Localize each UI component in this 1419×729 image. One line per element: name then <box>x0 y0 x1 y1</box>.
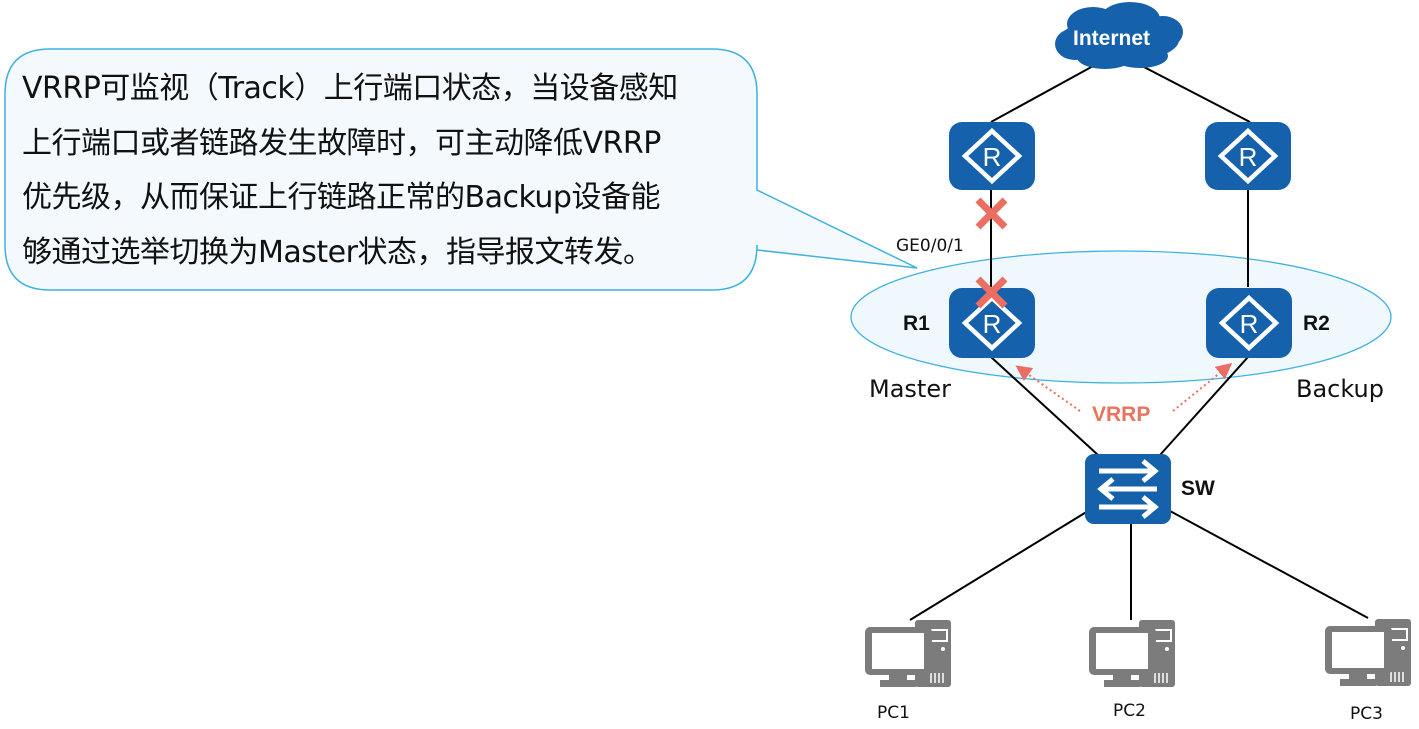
vrrp-arrow-r2 <box>1172 362 1233 412</box>
callout-line: 上行端口或者链路发生故障时，可主动降低VRRP <box>22 125 661 161</box>
cloud-icon <box>1055 2 1183 69</box>
link-internet-ur2 <box>1139 64 1251 123</box>
link-sw-pc1 <box>909 510 1089 621</box>
callout-line: VRRP可监视（Track）上行端口状态，当设备感知 <box>22 71 678 106</box>
router-icon-r2: R <box>1206 288 1292 358</box>
router-glyph: R <box>1240 309 1259 339</box>
router-glyph: R <box>983 142 1002 172</box>
pc3-label: PC3 <box>1350 704 1383 724</box>
pc1-label: PC1 <box>877 703 910 723</box>
callout-line: 优先级，从而保证上行链路正常的Backup设备能 <box>22 180 660 215</box>
pc-icon-3 <box>1325 619 1411 686</box>
callout-line: 够通过选举切换为Master状态，指导报文转发。 <box>22 234 653 270</box>
links <box>909 64 1369 621</box>
router-icon-upstream-2: R <box>1205 122 1291 190</box>
vrrp-arrow-r1 <box>1015 365 1081 412</box>
switch-label: SW <box>1181 477 1215 500</box>
pc-icon-2 <box>1089 620 1175 687</box>
link-internet-ur1 <box>990 64 1096 123</box>
pc-icon-1 <box>865 620 951 687</box>
link-r2-sw <box>1159 356 1249 456</box>
link-sw-pc3 <box>1169 510 1369 619</box>
router-icon-upstream-1: R <box>949 122 1035 190</box>
router-icon-r1: R <box>949 288 1035 358</box>
router-glyph: R <box>983 309 1002 339</box>
switch-icon <box>1085 454 1171 524</box>
r2-role-label: Backup <box>1296 375 1384 403</box>
router-glyph: R <box>1239 142 1258 172</box>
x-mark-icon-link <box>975 197 1008 230</box>
x-mark-icon-r1-port <box>975 276 1008 309</box>
r1-role-label: Master <box>869 375 951 403</box>
vrrp-label: VRRP <box>1092 403 1151 426</box>
r1-label: R1 <box>903 312 930 335</box>
callout-text: VRRP可监视（Track）上行端口状态，当设备感知 上行端口或者链路发生故障时… <box>22 62 752 280</box>
pc2-label: PC2 <box>1113 701 1146 721</box>
interface-label: GE0/0/1 <box>896 236 964 256</box>
link-r1-sw <box>990 356 1099 456</box>
internet-label: Internet <box>1073 27 1151 50</box>
r2-label: R2 <box>1303 312 1330 335</box>
callout-bubble <box>4 48 918 291</box>
